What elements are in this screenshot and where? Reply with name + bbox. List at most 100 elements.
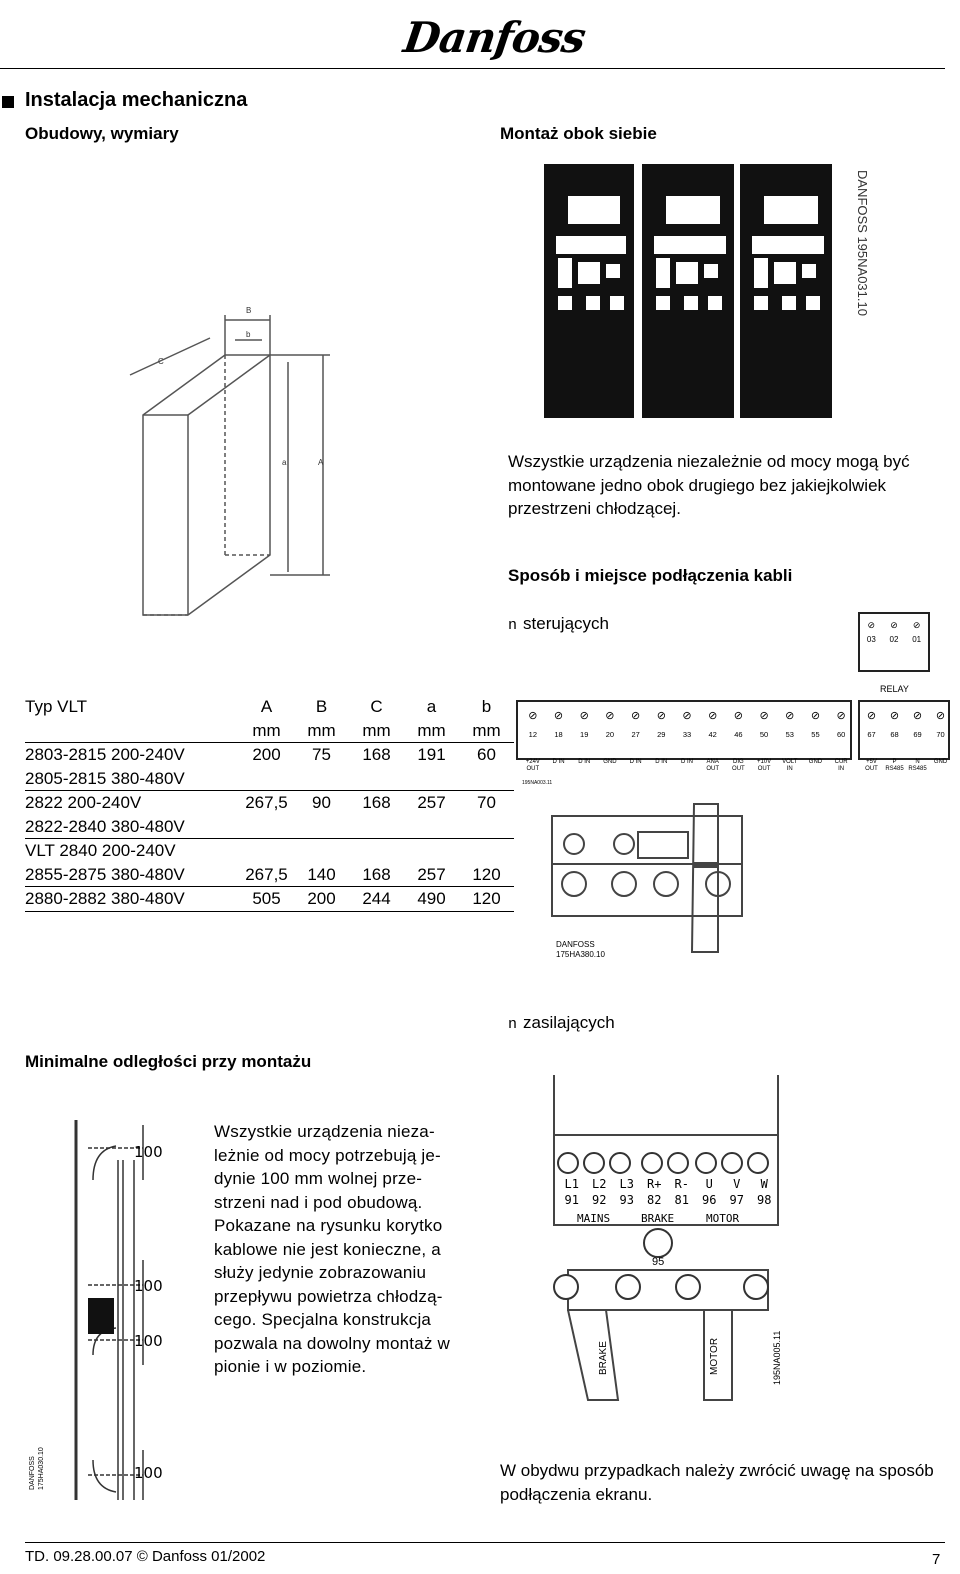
table-cell: 120 [459,862,514,887]
screw-icon: ⊘ [682,710,692,722]
screw-icon: ⊘ [553,710,564,722]
table-cell: 267,5 [239,862,294,887]
power-terminal-number: 96 [702,1193,717,1207]
serial-terminal-strip [858,700,950,760]
footer-rule [25,1542,945,1543]
relay-terminal: ⊘ [912,620,921,630]
clearance-label: 100 [134,1332,163,1350]
clearance-label: 100 [134,1277,163,1295]
table-row: 2822-2840 380-480V [25,814,514,839]
section-title: Instalacja mechaniczna [25,89,248,111]
control-terminal: ⊘50+10V OUT [751,711,777,773]
motor-cable-label: MOTOR [709,1337,720,1375]
control-drawing-code: DANFOSS 175HA380.10 [556,940,605,959]
table-cell: 490 [404,886,459,912]
table-cell: 191 [417,745,446,764]
table-cell: 200 [294,886,349,912]
serial-terminal-number: 69 [913,730,922,739]
table-cell [349,766,404,791]
table-row: 2855-2875 380-480V 267,5 140 168 257 120 [25,862,514,887]
table-unit-row: mm mm mm mm mm [25,718,514,743]
clearance-text: Wszystkie urządzenia nieza- leżnie od mo… [214,1122,450,1376]
earth-terminal-label: 95 [652,1256,665,1268]
relay-terminal-number: 03 [866,635,876,644]
page-number: 7 [932,1551,941,1568]
power-label-text: zasilających [523,1013,615,1032]
table-cell [294,839,349,863]
power-terminal-number: 91 [564,1193,579,1207]
screen-note: W obydwu przypadkach należy zwrócić uwag… [500,1461,934,1504]
screw-icon: ⊘ [759,710,769,722]
relay-terminal: ⊘ [867,620,876,630]
table-cell: 2803-2815 200-240V [25,745,185,764]
clearance-drawing [74,1120,144,1500]
screw-icon: ⊘ [708,710,718,722]
control-terminal-function: D IN [578,759,591,765]
table-cell: 244 [349,886,404,912]
table-cell: 2822-2840 380-480V [25,814,239,839]
min-distance-heading: Minimalne odległości przy montażu [25,1052,312,1071]
screw-icon: ⊘ [733,710,743,722]
table-cell: 140 [294,862,349,887]
table-cell [459,766,514,791]
power-terminal-name: U [705,1177,713,1191]
table-cell: 2880-2882 380-480V [25,886,239,912]
power-terminal-name: L3 [619,1177,634,1191]
power-drawing-code: 195NA005.11 [772,1330,782,1385]
control-terminal-number: 12 [528,730,538,739]
power-terminal-name: L2 [592,1177,607,1191]
table-cell: 2805-2815 380-480V [25,766,239,791]
table-header-cell: a [426,697,437,716]
relay-terminal: ⊘ [890,620,898,630]
screw-icon: ⊘ [866,710,877,722]
bullet-marker: n [508,617,518,634]
control-terminal-function: D IN [552,759,565,765]
table-header-cell: B [315,697,328,716]
table-header-row: Typ VLT A B C a b [25,695,514,719]
clearance-label: 100 [134,1464,163,1482]
side-by-side-heading: Montaż obok siebie [500,124,657,143]
table-cell: 168 [362,793,391,812]
control-terminal-number: 53 [785,730,794,739]
screw-icon: ⊘ [912,710,923,722]
power-terminal-number: 93 [619,1193,634,1207]
table-unit-cell: mm [404,718,459,743]
control-terminal-function: CUR IN [834,759,848,772]
side-by-side-code: DANFOSS 195NA031.10 [855,170,870,316]
dimensions-table: Typ VLT A B C a b mm mm mm mm mm 2803-28… [25,695,514,912]
table-row: 2803-2815 200-240V 200 75 168 191 60 [25,743,514,767]
power-terminal-name: R- [674,1177,689,1191]
serial-terminal-number: 70 [936,730,945,739]
control-terminal-number: 60 [836,730,846,739]
table-header-cell: A [260,697,273,716]
screw-icon: ⊘ [631,710,641,722]
brake-cable-label: BRAKE [598,1341,609,1375]
serial-terminal-number: 68 [890,730,899,739]
power-terminal-number: 98 [757,1193,772,1207]
table-header-cell: C [370,697,383,716]
control-terminal-function: ANA OUT [706,759,720,772]
power-terminal-number: 92 [592,1193,607,1207]
serial-terminal-function: GND [933,759,948,765]
control-terminal-number: 55 [811,730,820,739]
table-unit-cell: mm [349,718,404,743]
screw-icon: ⊘ [785,710,795,722]
screw-icon: ⊘ [889,710,900,722]
relay-terminal-number: 01 [912,635,922,644]
header-rule [0,68,945,69]
table-cell [294,814,349,839]
power-terminal-number: 97 [729,1193,744,1207]
side-by-side-text: Wszystkie urządzenia niezależnie od mocy… [508,452,910,518]
mains-group-label: MAINS [577,1212,611,1225]
motor-group-label: MOTOR [706,1212,740,1225]
control-cable-clamp-drawing [551,803,743,953]
clearance-drawing-code: DANFOSS 175HA030.10 [29,1447,45,1490]
table-cell: 120 [459,886,514,912]
power-terminal-number: 81 [674,1193,689,1207]
